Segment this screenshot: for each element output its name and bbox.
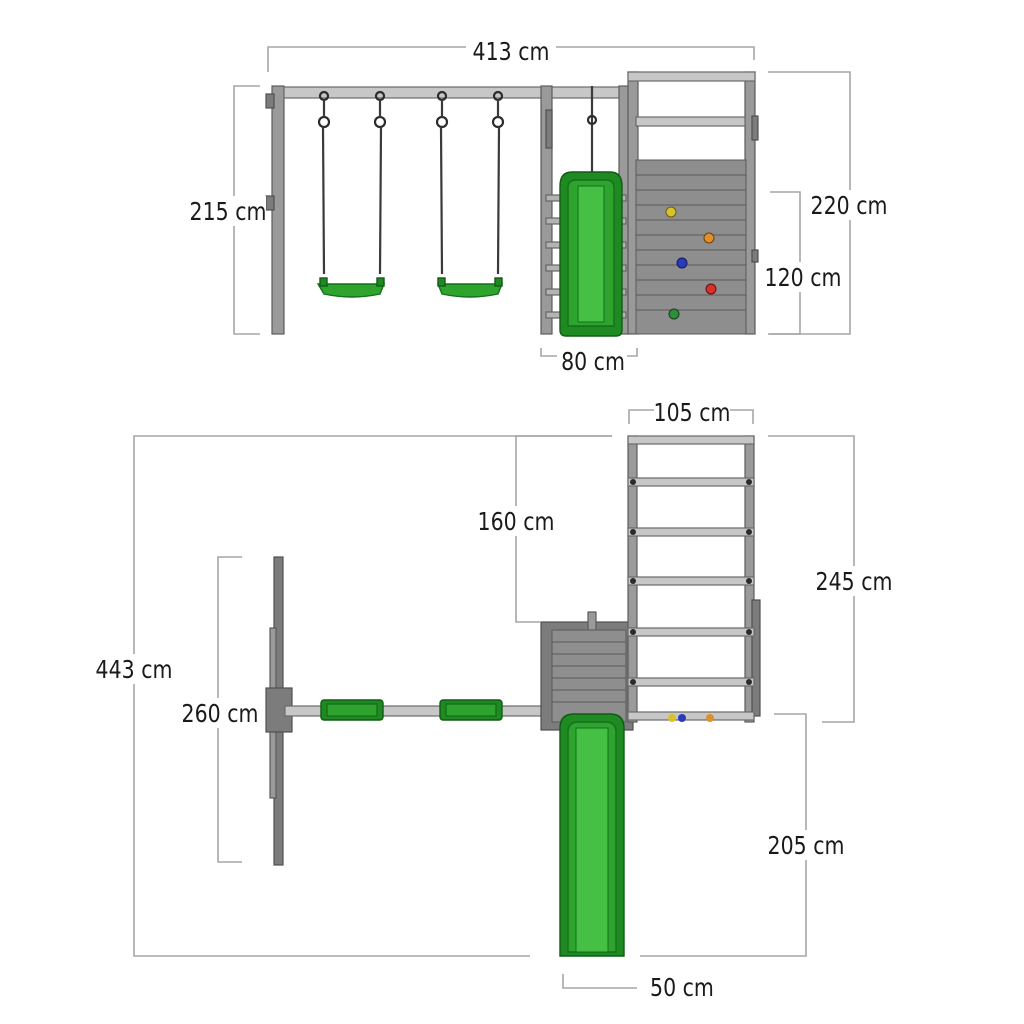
- tower-post-left: [540, 85, 553, 335]
- dim-label-80: 80 cm: [561, 348, 625, 376]
- climbing-holds: [665, 206, 717, 320]
- platform-deck: [540, 611, 634, 731]
- swing-seat-1: [316, 90, 387, 298]
- top-view: 105 cm 160 cm 245 cm 443 cm 260 cm 205 c…: [92, 398, 894, 1003]
- swing-seat-top-2: [439, 699, 503, 721]
- dim-line-443: [133, 435, 612, 957]
- rope-ring: [586, 114, 598, 126]
- post-bracket: [545, 109, 553, 149]
- front-view: 413 cm 215 cm 220 cm 120 cm 80 cm: [188, 36, 890, 377]
- dim-label-245: 245 cm: [816, 568, 893, 596]
- dim-label-413: 413 cm: [473, 38, 550, 66]
- dim-label-105: 105 cm: [654, 399, 731, 427]
- dim-line-50: [562, 974, 637, 989]
- post-bracket: [265, 195, 275, 211]
- dim-label-50: 50 cm: [650, 974, 714, 1002]
- dim-label-220: 220 cm: [811, 192, 888, 220]
- dim-label-205: 205 cm: [768, 832, 845, 860]
- post-bracket: [265, 93, 275, 109]
- slide-front: [559, 171, 623, 337]
- swing-seat-2: [435, 90, 505, 298]
- swing-seat-top-1: [320, 699, 384, 721]
- climbing-tower: [627, 71, 759, 335]
- dim-label-120: 120 cm: [765, 264, 842, 292]
- slide-top-view: [559, 713, 625, 957]
- tower-top-view: [627, 435, 761, 723]
- dim-label-160: 160 cm: [478, 508, 555, 536]
- dim-label-260: 260 cm: [182, 700, 259, 728]
- dim-label-443: 443 cm: [96, 656, 173, 684]
- dim-label-215: 215 cm: [190, 198, 267, 226]
